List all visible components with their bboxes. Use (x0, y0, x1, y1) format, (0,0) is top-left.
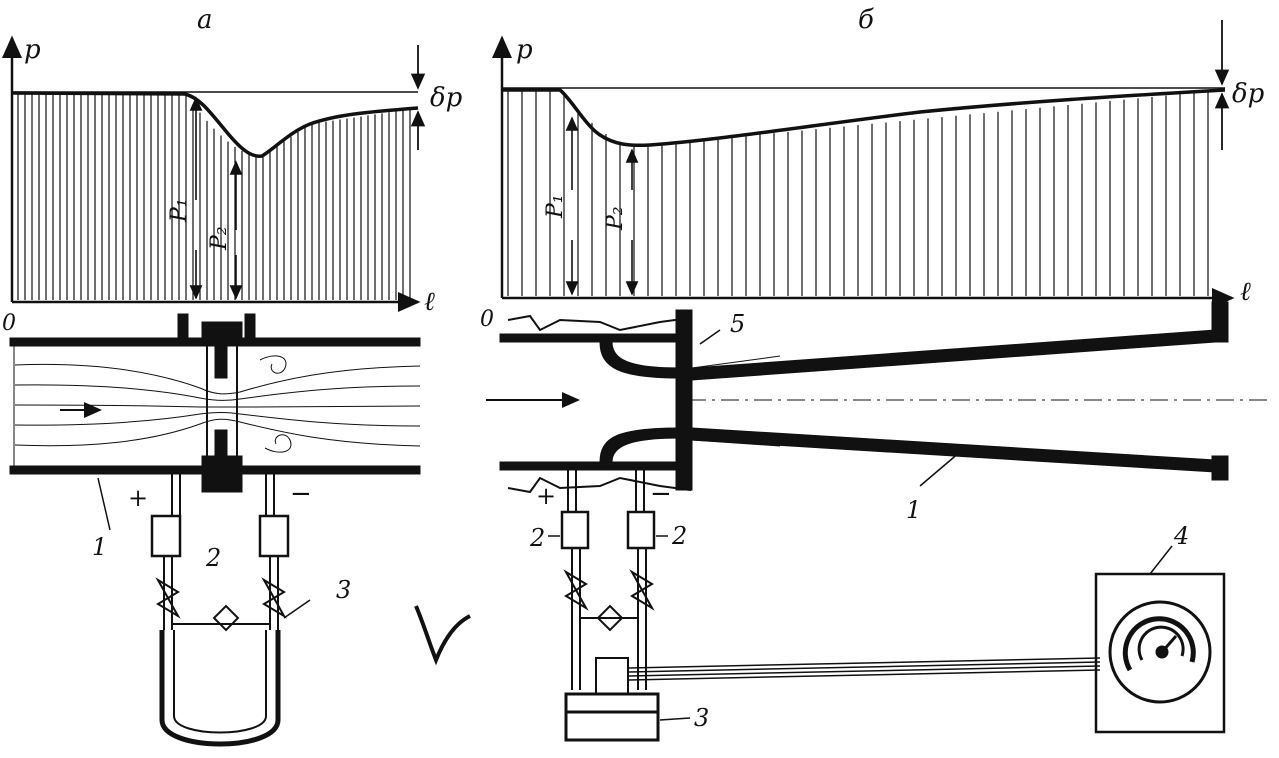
panel-b-dp-label: δp (1232, 79, 1265, 109)
panel-a-dp-label: δp (430, 83, 463, 113)
panel-b-number-1: 1 (906, 496, 921, 524)
panel-b-origin-label: 0 (480, 307, 494, 332)
dial-gauge-icon (1108, 600, 1212, 704)
panel-a-orifice-top (201, 321, 243, 347)
panel-b-condenser-right (626, 510, 656, 550)
panel-b-tube-plus (567, 466, 577, 512)
panel-b-leader-5a (691, 355, 781, 369)
panel-b-transmitter-base (564, 710, 660, 742)
panel-b-caption: б (858, 5, 874, 35)
panel-a-number-1: 1 (92, 533, 107, 561)
panel-a-tube-plus (171, 474, 181, 516)
panel-b-number-5: 5 (730, 310, 745, 338)
panel-b-pressure-curve (502, 88, 1226, 148)
panel-b-line-left (571, 548, 581, 690)
panel-b-p1-label: P₁ (543, 194, 568, 219)
panel-b-leader-5b (691, 439, 781, 447)
panel-a-pressure-curve (11, 91, 419, 158)
panel-a-leader-3 (283, 599, 311, 619)
panel-b-signal-cable (627, 657, 1101, 681)
panel-a-condenser-right (258, 514, 290, 558)
panel-b-number-4: 4 (1173, 522, 1189, 550)
panel-a-minus-sign: − (290, 479, 312, 509)
panel-b-inlet-bottom-wall (499, 461, 681, 471)
panel-b-diffuser-top (691, 329, 1216, 381)
handwritten-checkmark (414, 605, 471, 666)
panel-b-axis-x-label: ℓ (1240, 277, 1251, 307)
panel-a-line-left (163, 556, 173, 630)
panel-a-orifice-edge-bottom (214, 429, 228, 467)
panel-a-tube-minus (265, 474, 275, 516)
panel-b-throat-bottom (599, 427, 681, 463)
valve-icon (563, 569, 655, 632)
panel-a-p2-label: P₂ (207, 226, 232, 251)
panel-b-condenser-left (560, 510, 590, 550)
panel-a-leader-1 (97, 477, 111, 531)
panel-b-gauge-case (1094, 572, 1226, 734)
manometer-icon (159, 630, 281, 747)
panel-b-tube-minus (635, 466, 645, 512)
panel-a-p1-label: P₁ (167, 198, 192, 223)
panel-b: б p ℓ 0 δp P₁ P₂ (480, 5, 1270, 742)
panel-a-pressure-hatch (17, 93, 411, 300)
panel-b-outlet-flange-top (1211, 301, 1229, 343)
panel-a-line-right (269, 556, 279, 630)
panel-b-line-right (637, 548, 647, 690)
valve-icon (155, 577, 287, 632)
panel-a-caption: а (197, 5, 213, 35)
panel-b-leader-1 (919, 451, 961, 487)
panel-a-condenser-left (150, 514, 182, 558)
panel-a-orifice-edge-top (214, 345, 228, 379)
panel-b-number-2a: 2 (529, 524, 545, 552)
panel-a-plus-sign: + (128, 484, 148, 512)
panel-a-number-2: 2 (205, 544, 221, 572)
panel-b-axis-y-label: p (516, 35, 533, 65)
panel-a-flange-right (244, 313, 256, 341)
panel-b-transmitter-head (595, 657, 629, 695)
panel-b-outlet-flange-bottom (1211, 455, 1229, 481)
panel-a-origin-label: 0 (2, 311, 16, 336)
panel-b-plus-sign: + (536, 482, 556, 510)
panel-b-leader-5 (699, 329, 721, 345)
panel-a-axis-y-label: p (24, 35, 41, 65)
panel-a-number-3: 3 (336, 576, 351, 604)
panel-b-transmitter-body (564, 692, 660, 714)
panel-b-diffuser-bottom (691, 427, 1216, 473)
panel-a-flange-left (177, 313, 189, 341)
panel-b-number-3: 3 (694, 704, 709, 732)
panel-b-number-2b: 2 (671, 522, 687, 550)
panel-b-throat-top (599, 341, 681, 379)
panel-b-p2-label: P₂ (603, 206, 628, 231)
panel-b-inlet-section (500, 338, 682, 468)
panel-b-leader-4 (1149, 545, 1173, 575)
panel-a: а p ℓ 0 δp P₁ P₂ (1, 5, 471, 747)
panel-b-pressure-hatch (507, 90, 1209, 296)
panel-b-inlet-top-wall (499, 333, 681, 343)
panel-b-minus-sign: − (650, 479, 672, 509)
panel-a-manometer-inner (173, 630, 267, 734)
panel-a-axis-x-label: ℓ (424, 287, 435, 317)
panel-b-leader-3 (659, 717, 691, 721)
